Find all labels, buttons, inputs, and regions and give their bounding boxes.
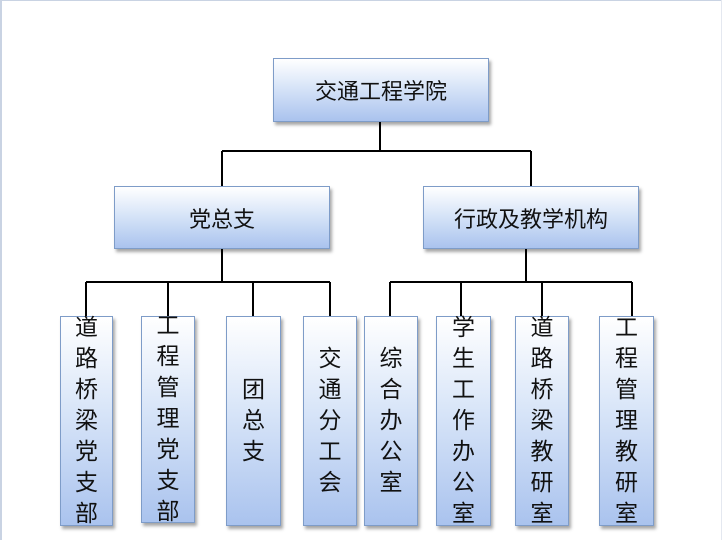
org-leaf-label: 团总支 xyxy=(242,376,265,465)
org-leaf-label: 交通分工会 xyxy=(318,345,342,496)
org-leaf-label: 道路桥梁教研室 xyxy=(530,314,554,527)
org-leaf-label: 工程管理党支部 xyxy=(156,313,180,525)
org-leaf-label: 道路桥梁党支部 xyxy=(75,314,98,527)
org-leaf-label: 学生工作办公室 xyxy=(452,314,475,527)
org-root-node: 交通工程学院 xyxy=(273,58,489,122)
org-branch-admin-label: 行政及教学机构 xyxy=(453,207,608,233)
org-leaf-general-office: 综合办公室 xyxy=(364,316,418,526)
org-leaf-student-affairs-office: 学生工作办公室 xyxy=(436,315,491,527)
org-branch-admin: 行政及教学机构 xyxy=(423,186,639,249)
org-leaf-road-bridge-party-branch: 道路桥梁党支部 xyxy=(60,315,113,527)
org-leaf-eng-mgmt-party-branch: 工程管理党支部 xyxy=(141,313,195,525)
org-leaf-union-branch: 交通分工会 xyxy=(303,316,357,526)
org-leaf-road-bridge-teaching: 道路桥梁教研室 xyxy=(515,315,569,527)
org-leaf-eng-mgmt-teaching: 工程管理教研室 xyxy=(599,315,654,527)
frame-left-border xyxy=(0,0,2,540)
org-leaf-youth-league: 团总支 xyxy=(226,316,281,526)
org-leaf-label: 工程管理教研室 xyxy=(615,314,638,527)
org-root-label: 交通工程学院 xyxy=(314,80,447,105)
org-branch-party: 党总支 xyxy=(114,186,330,249)
org-leaf-label: 综合办公室 xyxy=(379,345,403,496)
org-branch-party-label: 党总支 xyxy=(188,207,255,233)
frame-top-border xyxy=(0,0,722,1)
